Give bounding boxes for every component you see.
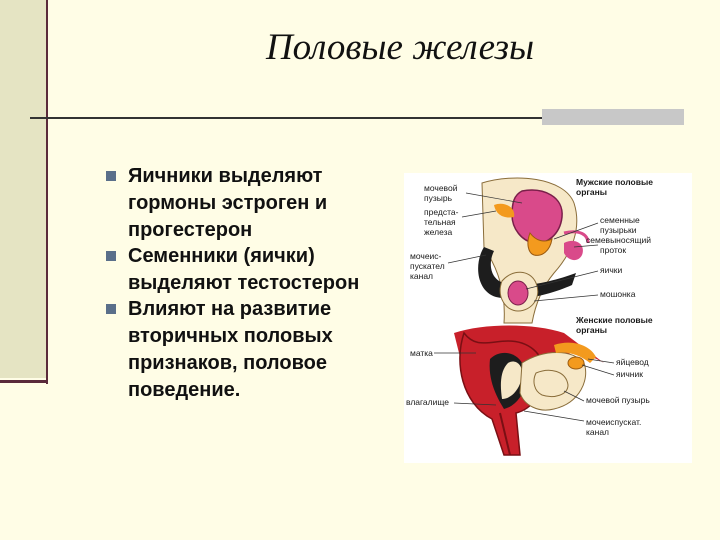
bullet-text: Влияют на развитие вторичных половых при… [128,298,333,401]
bullet-square-icon [106,251,116,261]
label-uterus: матка [410,348,433,358]
female-organs-illustration [454,325,604,456]
bullet-item: Яичники выделяют гормоны эстроген и прог… [104,163,404,244]
page-title: Половые железы [265,27,535,68]
bullet-item: Влияют на развитие вторичных половых при… [104,296,404,404]
bullet-text: Яичники выделяют гормоны эстроген и прог… [128,165,328,241]
label-female-bladder: мочевой пузырь [586,395,650,405]
label-ovary: яичник [616,369,643,379]
bullet-square-icon [106,304,116,314]
title-rule-block [542,109,684,125]
bullet-text: Семенники (яички) выделяют тестостерон [128,245,360,294]
label-vagina: влагалище [406,397,449,407]
bullet-item: Семенники (яички) выделяют тестостерон [104,243,404,297]
label-female-urethra: мочеиспускат.канал [586,417,641,437]
title-rule [30,117,542,119]
bullet-square-icon [106,171,116,181]
side-divider [46,0,48,384]
side-tick [0,380,48,383]
bullet-list: Яичники выделяют гормоны эстроген и прог… [104,163,404,403]
male-organs-illustration [478,177,590,324]
side-decoration [0,0,46,378]
label-scrotum: мошонка [600,289,636,299]
label-testes: яички [600,265,622,275]
label-tube: яйцевод [616,357,649,367]
